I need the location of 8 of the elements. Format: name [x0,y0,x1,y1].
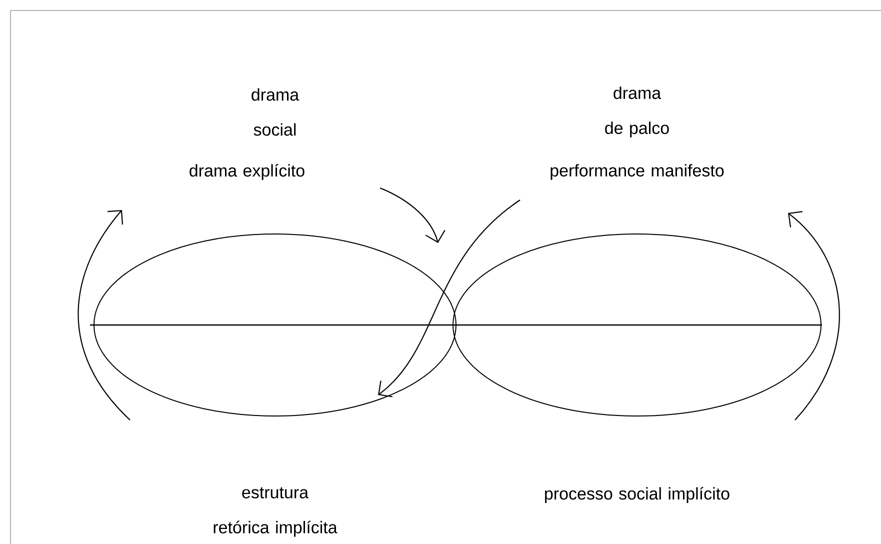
text-label: performance manifesto [550,164,724,180]
text-label: estrutura retórica implícita [214,487,338,537]
ellipse [94,234,456,416]
text-label: drama explícito [190,164,304,180]
text-label: drama de palco [605,86,669,138]
text-label: processo social implícito [545,486,730,504]
ellipse [452,234,822,416]
text-label: drama social [252,88,300,136]
